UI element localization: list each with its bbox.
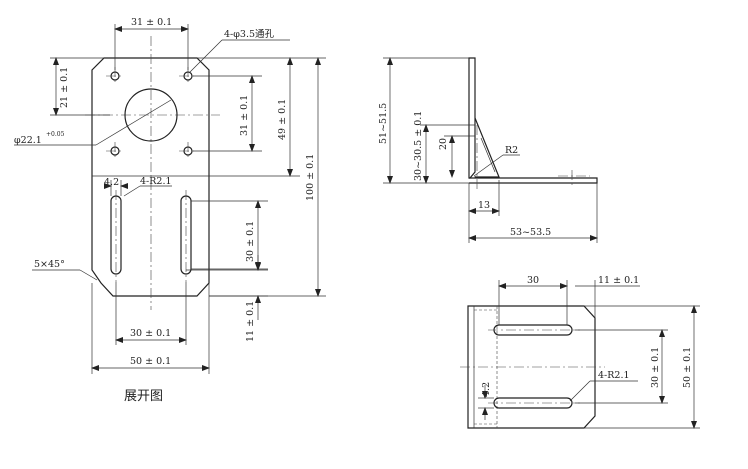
dim-side-height: 51~51.5 xyxy=(378,103,389,144)
bore-hole xyxy=(124,88,178,142)
dim-bottom-slot-radius: 4-R2.1 xyxy=(598,370,630,381)
dim-overall-width: 50 ± 0.1 xyxy=(130,356,171,367)
dim-edge-offset: 11 ± 0.1 xyxy=(598,275,639,286)
side-view: 51~51.5 30~30.5 ± 0.1 20 R2 13 53~53.5 xyxy=(378,57,598,243)
dim-upper-height: 21 ± 0.1 xyxy=(59,67,70,108)
dim-top-width: 31 ± 0.1 xyxy=(131,17,172,28)
dim-gusset: 30~30.5 ± 0.1 xyxy=(413,111,424,181)
dim-slot-offset: 30 xyxy=(527,275,539,286)
dim-bore-tol: +0.05 xyxy=(46,131,65,138)
dim-bottom-width: 50 ± 0.1 xyxy=(682,347,693,388)
side-horizontal-plate xyxy=(469,177,598,184)
side-gusset xyxy=(474,117,500,178)
dim-slot-width: 4.2 xyxy=(104,177,119,188)
dim-total-height: 100 ± 0.1 xyxy=(305,154,316,201)
dim-slot-length: 30 ± 0.1 xyxy=(245,221,256,262)
hole-callout: 4-φ3.5通孔 xyxy=(224,29,275,40)
dim-chamfer: 5×45° xyxy=(34,259,65,270)
dim-bend-radius: R2 xyxy=(505,145,518,156)
flat-pattern-view: 31 ± 0.1 4-φ3.5通孔 21 ± 0.1 31 ± 0.1 49 ±… xyxy=(14,17,326,404)
side-vertical-plate xyxy=(468,57,476,179)
flat-pattern-title: 展开图 xyxy=(124,389,163,404)
dim-gusset-width: 13 xyxy=(478,200,490,211)
bottom-view: 30 11 ± 0.1 4-R2.1 30 ± 0.1 50 ± 0.1 4.2 xyxy=(460,275,700,429)
dim-bore: φ22.1 xyxy=(14,135,42,146)
dim-gusset-height: 20 xyxy=(438,138,449,150)
dim-bottom-offset: 11 ± 0.1 xyxy=(245,301,256,342)
dim-slot-spacing: 30 ± 0.1 xyxy=(130,328,171,339)
dim-slot-radius: 4-R2.1 xyxy=(140,176,172,187)
dim-side-length: 53~53.5 xyxy=(510,227,551,238)
mounting-holes xyxy=(106,67,197,160)
flat-pattern-outline xyxy=(91,57,210,297)
slots xyxy=(110,190,192,282)
dim-bottom-slot-spacing: 30 ± 0.1 xyxy=(650,347,661,388)
dim-hole-spacing: 31 ± 0.1 xyxy=(239,95,250,136)
dim-bottom-slot-width: 4.2 xyxy=(481,382,492,397)
dim-upper-total: 49 ± 0.1 xyxy=(277,99,288,140)
